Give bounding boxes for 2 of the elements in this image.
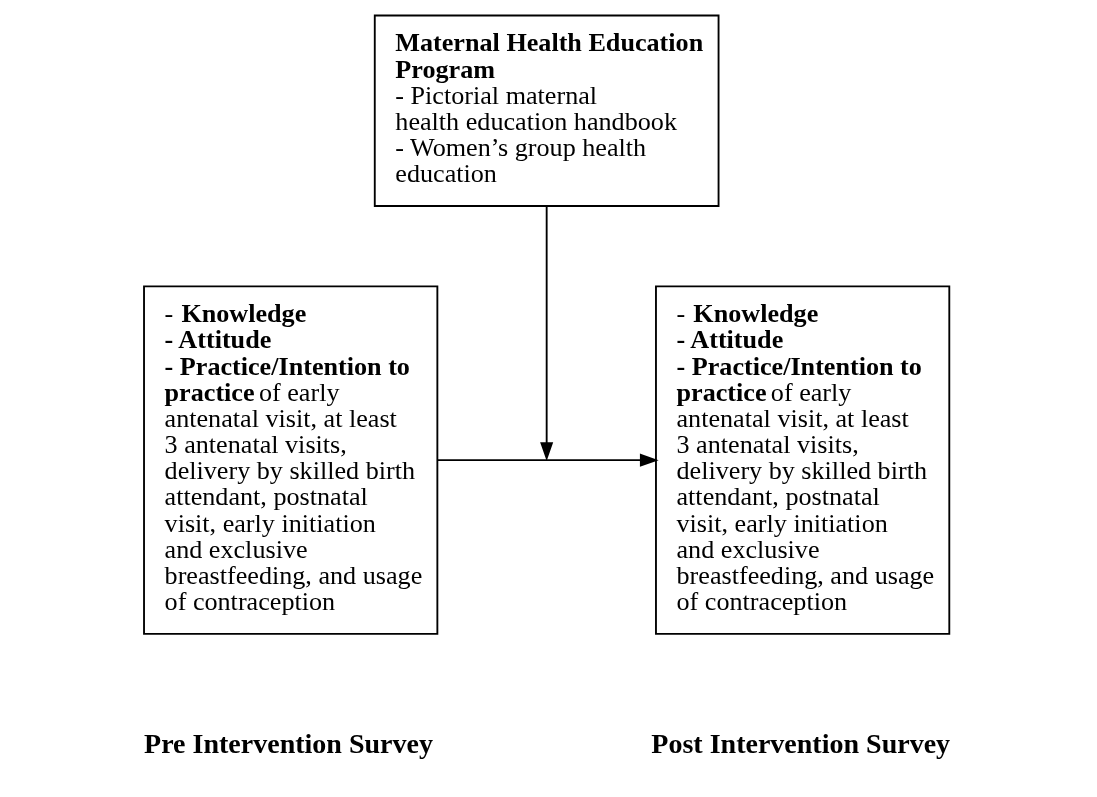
- label: Post Intervention Survey: [650, 727, 950, 759]
- label: Pre Intervention Survey: [143, 727, 433, 759]
